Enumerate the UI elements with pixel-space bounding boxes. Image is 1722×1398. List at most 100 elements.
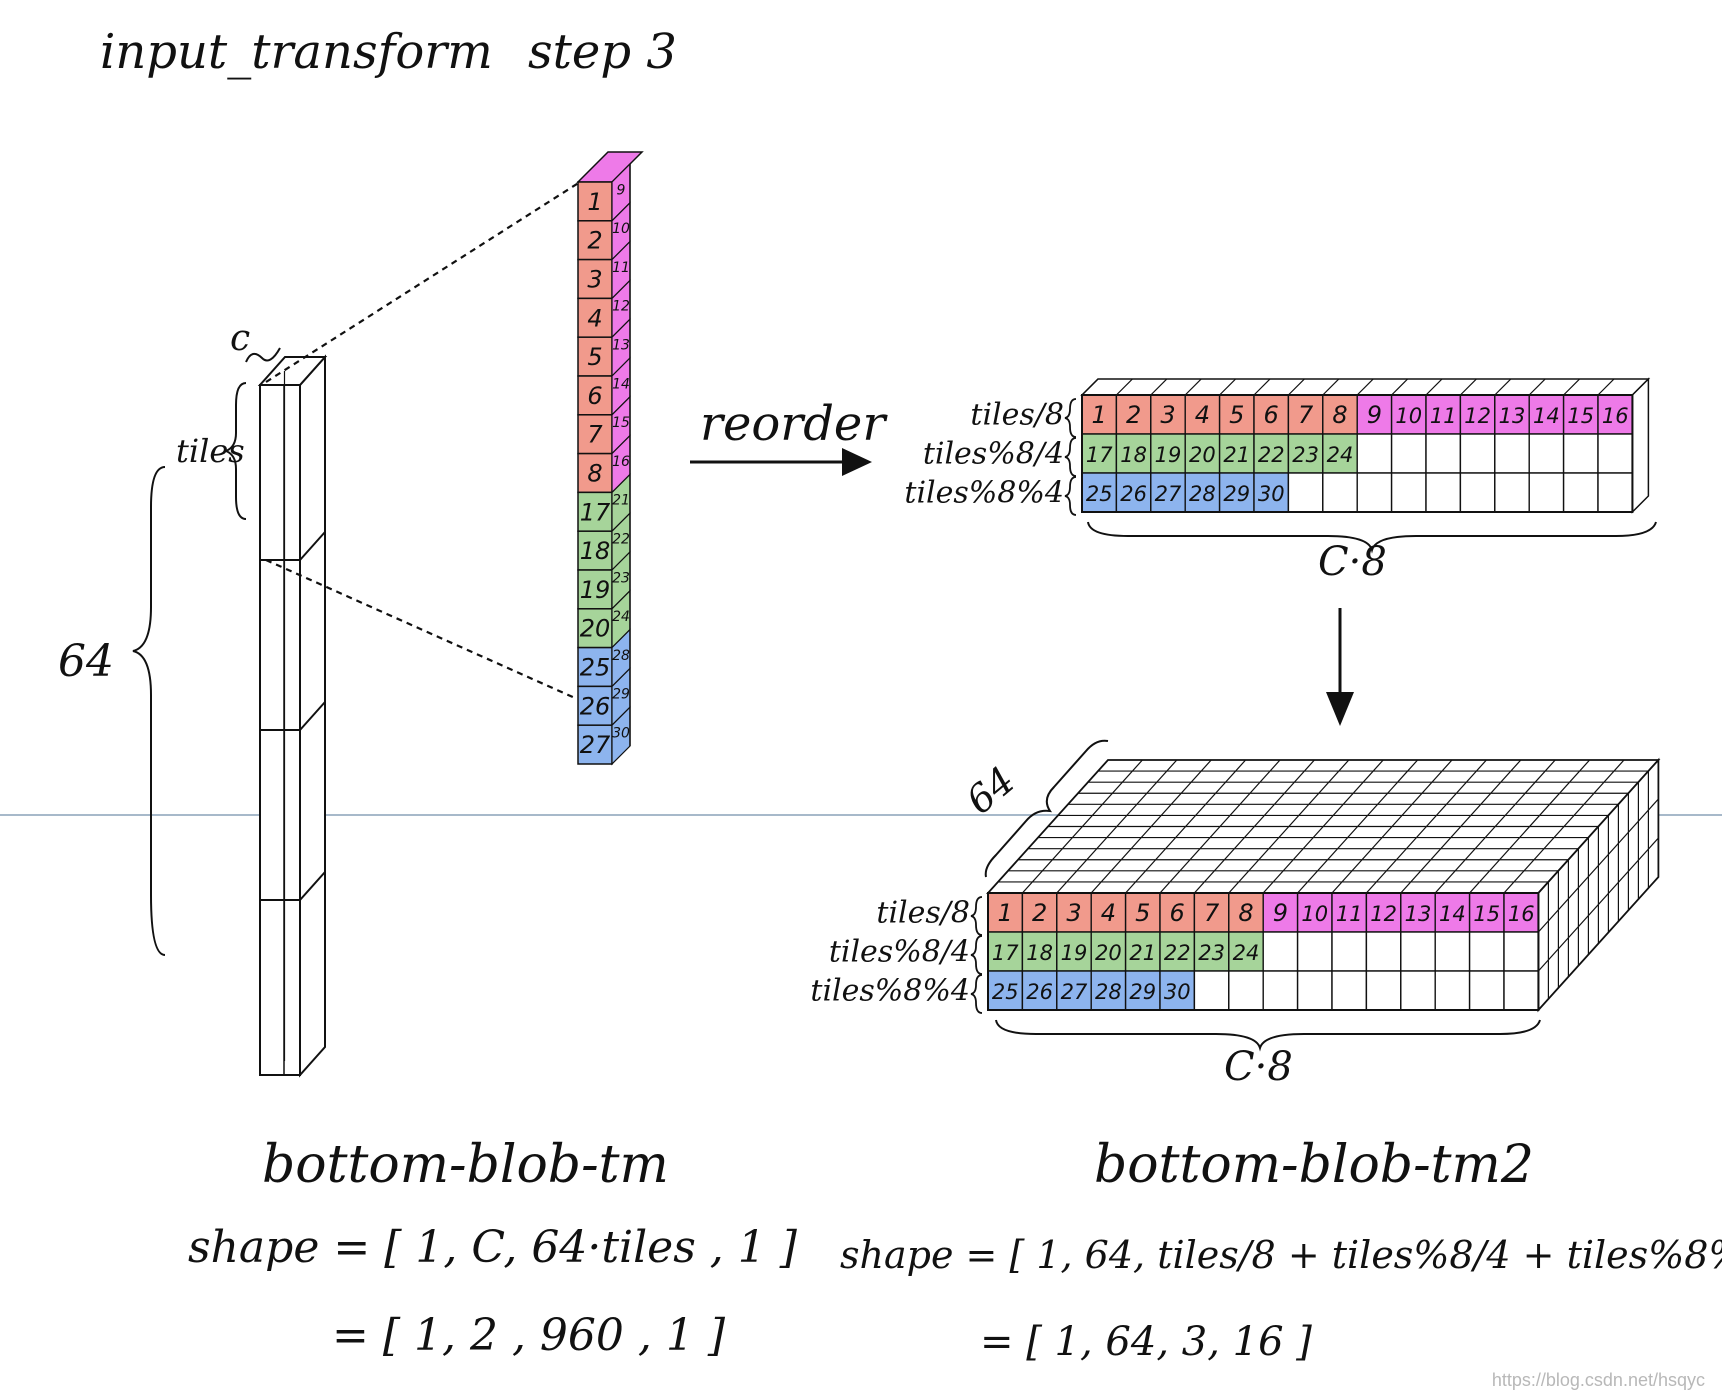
grid-top-face-line — [1356, 378, 1374, 396]
slab-cell-label: 9 — [1273, 899, 1288, 927]
slab-cell — [1503, 931, 1540, 972]
slab-cell — [1400, 931, 1436, 972]
left-shape-line1: shape = [ 1, C, 64·tiles , 1 ] — [188, 1222, 798, 1273]
column-front-label: 17 — [580, 498, 611, 526]
grid-cell — [1459, 433, 1496, 474]
zoom-line-top — [265, 181, 581, 383]
grid-cell — [1322, 433, 1358, 474]
grid-cell-label: 12 — [1464, 404, 1491, 428]
grid-cell — [1356, 433, 1393, 474]
slab-cell — [1331, 892, 1368, 933]
grid-cell-label: 30 — [1258, 482, 1285, 506]
left-box-segment-line-side — [299, 531, 326, 561]
grid-cell-label: 5 — [1229, 401, 1244, 429]
grid-cell — [1494, 472, 1530, 513]
grid-top-face-line — [1150, 378, 1168, 396]
grid-cell-label: 15 — [1567, 404, 1594, 428]
grid-cell — [1253, 394, 1290, 435]
grid-row-label: tiles%8/4 — [923, 436, 1064, 471]
slab-row-label: tiles%8%4 — [810, 973, 970, 1008]
slab-cell-label: 11 — [1336, 902, 1363, 926]
slab-front-outline — [987, 892, 1540, 1011]
depth-64-label: 64 — [958, 758, 1023, 823]
step-label: step 3 — [528, 24, 677, 80]
column-front-label: 8 — [587, 460, 602, 488]
column-front-label: 3 — [587, 266, 602, 294]
grid-cell-label: 25 — [1086, 482, 1113, 506]
slab-row-brace — [970, 896, 983, 936]
grid-cell-label: 20 — [1189, 443, 1216, 467]
slab-right-row-line — [1537, 798, 1659, 933]
slab-cell — [1365, 970, 1402, 1011]
grid-cell-label: 7 — [1298, 401, 1314, 429]
grid-cell — [1597, 472, 1634, 513]
slab-cell-label: 26 — [1026, 980, 1053, 1004]
grid-cell — [1459, 472, 1496, 513]
title-label: input_transform — [100, 24, 493, 80]
c-brace — [245, 347, 281, 363]
grid-width-brace — [1087, 521, 1657, 554]
slab-cell — [1434, 970, 1471, 1011]
grid-cell — [1390, 433, 1427, 474]
column-side-label: 24 — [612, 609, 630, 625]
slab-cell — [1400, 970, 1436, 1011]
slab-cell-label: 18 — [1026, 941, 1053, 965]
column-front-cell — [577, 646, 613, 688]
grid-top-face-line — [1459, 378, 1477, 396]
zoom-line-bottom — [265, 558, 576, 700]
slab-cell — [1503, 970, 1540, 1011]
grid-cell-label: 22 — [1258, 443, 1285, 467]
slab-cell-label: 7 — [1204, 899, 1220, 927]
grid-cell — [1150, 433, 1186, 474]
slab-cell — [1124, 970, 1161, 1011]
slab-width-label: C·8 — [1224, 1044, 1293, 1090]
left-shape-line2: = [ 1, 2 , 960 , 1 ] — [332, 1310, 726, 1361]
grid-cell — [1322, 472, 1358, 513]
column-side-label: 23 — [612, 570, 630, 586]
grid-cell — [1287, 433, 1324, 474]
grid-cell-label: 21 — [1223, 443, 1250, 467]
slab-cell — [1159, 931, 1196, 972]
grid-top-face-line — [1219, 378, 1237, 396]
column-side-label: 16 — [612, 454, 630, 470]
slab-cell — [1262, 970, 1299, 1011]
grid-cell — [1081, 433, 1118, 474]
grid-cell-label: 8 — [1332, 401, 1347, 429]
column-side-label: 9 — [617, 182, 626, 198]
slab-cell — [1159, 892, 1196, 933]
slab-cell — [1296, 970, 1333, 1011]
grid-top-face-line — [1184, 378, 1202, 396]
column-front-label: 1 — [587, 188, 602, 216]
slab-cell — [1228, 970, 1264, 1011]
column-front-label: 18 — [580, 537, 611, 565]
column-front-label: 20 — [580, 615, 611, 643]
grid-top-face-line — [1391, 378, 1409, 396]
grid-cell — [1425, 433, 1462, 474]
slab-cell-label: 23 — [1198, 941, 1225, 965]
column-front-label: 5 — [587, 343, 602, 371]
c-label: c — [230, 318, 250, 359]
grid-row-brace — [1064, 476, 1077, 516]
right-block-name: bottom-blob-tm2 — [1094, 1135, 1534, 1195]
slab-cell-label: 13 — [1405, 902, 1432, 926]
slab-depth-brace — [984, 739, 1109, 878]
grid-row-label: tiles/8 — [970, 397, 1064, 432]
slab-cell — [1331, 931, 1368, 972]
slab-cell-label: 6 — [1170, 899, 1185, 927]
grid-top-face-line — [1528, 378, 1546, 396]
grid-top-face-line — [1287, 378, 1305, 396]
grid-cell-label: 4 — [1195, 401, 1210, 429]
slab-cell-label: 2 — [1032, 899, 1047, 927]
grid-cell — [1287, 472, 1324, 513]
column-front-label: 25 — [580, 654, 611, 682]
slab-row-label: tiles/8 — [876, 895, 970, 930]
grid-cell-label: 9 — [1367, 401, 1382, 429]
column-side-label: 12 — [612, 299, 630, 315]
slab-cell — [1090, 892, 1127, 933]
slab-row-brace — [970, 935, 983, 975]
height-brace — [132, 466, 166, 956]
grid-top-face-line — [1563, 378, 1581, 396]
slab-cell-label: 15 — [1473, 902, 1500, 926]
column-front-label: 2 — [587, 227, 602, 255]
